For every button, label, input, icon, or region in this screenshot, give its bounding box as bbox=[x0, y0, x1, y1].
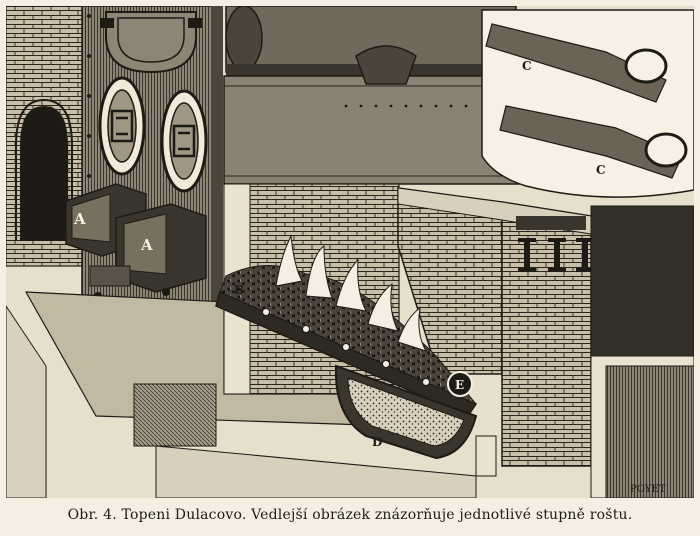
label-b: B bbox=[234, 283, 244, 297]
grate-bar-icon bbox=[215, 265, 478, 417]
label-a-right: A bbox=[140, 236, 153, 254]
label-a-left: A bbox=[73, 210, 86, 228]
furnace-door-icon bbox=[160, 89, 208, 193]
label-c-top: C bbox=[522, 59, 532, 73]
label-d: D bbox=[372, 435, 382, 449]
inspection-hatch bbox=[100, 11, 202, 74]
fire-flames bbox=[275, 234, 428, 352]
engraver-signature: POYET bbox=[630, 484, 666, 495]
i-beam-supports bbox=[518, 238, 594, 272]
grate-step-inset bbox=[481, 9, 694, 198]
caption-text: Topeni Dulacovo. Vedlejší obrázek znázor… bbox=[121, 507, 633, 523]
fire-door-icon bbox=[115, 203, 207, 293]
label-e: E bbox=[455, 378, 464, 392]
ash-hopper bbox=[334, 364, 478, 460]
label-c-bottom: C bbox=[596, 163, 606, 177]
caption-lead: Obr. 4. bbox=[67, 507, 117, 523]
engraving-illustration: A A bbox=[6, 6, 694, 498]
figure-caption: Obr. 4. Topeni Dulacovo. Vedlejší obráze… bbox=[0, 507, 700, 523]
furnace-door-icon bbox=[98, 76, 146, 176]
